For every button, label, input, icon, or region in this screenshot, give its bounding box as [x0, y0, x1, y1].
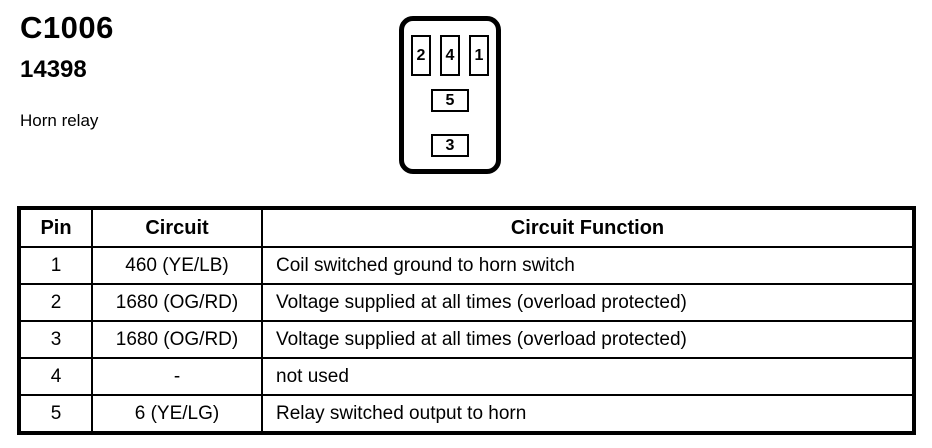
- table-row: 1 460 (YE/LB) Coil switched ground to ho…: [18, 246, 915, 285]
- pin-value: 4: [18, 357, 93, 396]
- pin-cavity-1: 1: [469, 35, 489, 76]
- connector-id: C1006: [20, 10, 114, 45]
- table-row: 2 1680 (OG/RD) Voltage supplied at all t…: [18, 283, 915, 322]
- pin-value: 3: [18, 320, 93, 359]
- pin-cavity-5: 5: [431, 89, 469, 112]
- header-circuit-function: Circuit Function: [261, 207, 915, 248]
- header-pin: Pin: [18, 207, 93, 248]
- pin-value: 2: [18, 283, 93, 322]
- circuit-function-value: Coil switched ground to horn switch: [261, 246, 915, 285]
- pin-cavity-4: 4: [440, 35, 460, 76]
- pin-value: 1: [18, 246, 93, 285]
- table-header-row: Pin Circuit Circuit Function: [18, 207, 915, 248]
- circuit-function-value: Relay switched output to horn: [261, 394, 915, 434]
- circuit-value: 1680 (OG/RD): [91, 320, 263, 359]
- circuit-value: -: [91, 357, 263, 396]
- pinout-table: Pin Circuit Circuit Function 1 460 (YE/L…: [17, 206, 916, 435]
- circuit-function-value: not used: [261, 357, 915, 396]
- circuit-value: 460 (YE/LB): [91, 246, 263, 285]
- pin-value: 5: [18, 394, 93, 434]
- table-row: 4 - not used: [18, 357, 915, 396]
- pin-cavity-2: 2: [411, 35, 431, 76]
- doc-header: C1006 14398 Horn relay: [20, 12, 114, 129]
- header-circuit: Circuit: [91, 207, 263, 248]
- table-row: 5 6 (YE/LG) Relay switched output to hor…: [18, 394, 915, 434]
- circuit-function-value: Voltage supplied at all times (overload …: [261, 320, 915, 359]
- table-row: 3 1680 (OG/RD) Voltage supplied at all t…: [18, 320, 915, 359]
- connector-description: Horn relay: [20, 111, 99, 130]
- connector-top-row: 2 4 1: [411, 35, 489, 76]
- circuit-function-value: Voltage supplied at all times (overload …: [261, 283, 915, 322]
- part-number: 14398: [20, 56, 87, 83]
- pin-cavity-3: 3: [431, 134, 469, 157]
- circuit-value: 1680 (OG/RD): [91, 283, 263, 322]
- connector-face-diagram: 2 4 1 5 3: [399, 16, 501, 174]
- circuit-value: 6 (YE/LG): [91, 394, 263, 434]
